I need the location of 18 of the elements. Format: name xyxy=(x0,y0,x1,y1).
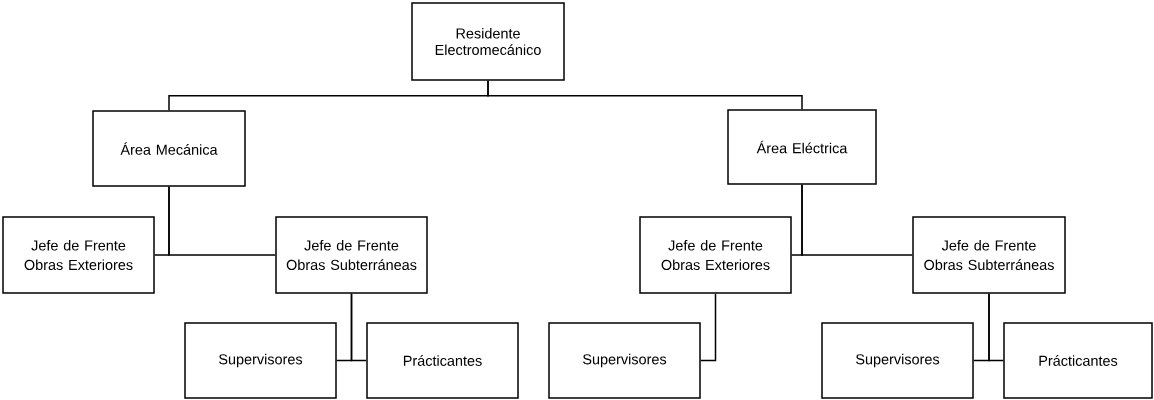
connector-line xyxy=(350,293,367,362)
org-box: Supervisores xyxy=(548,322,701,399)
org-box: Jefe de Frente Obras Exteriores xyxy=(639,216,792,294)
org-box: Prácticantes xyxy=(366,322,519,399)
org-box: Jefe de Frente Obras Subterráneas xyxy=(912,216,1066,294)
org-box: Prácticantes xyxy=(1003,322,1153,399)
org-box: Supervisores xyxy=(821,322,974,399)
org-box: Área Eléctrica xyxy=(727,109,877,185)
connector-line xyxy=(168,186,276,256)
org-box: Supervisores xyxy=(184,322,337,399)
org-box: Área Mecánica xyxy=(92,110,246,187)
connector-line xyxy=(988,293,1004,362)
connector-line xyxy=(700,293,717,362)
connector-line xyxy=(487,80,803,110)
org-box: Residente Electromecánico xyxy=(411,2,565,81)
connector-line xyxy=(801,184,913,256)
org-box: Jefe de Frente Obras Exteriores xyxy=(2,216,155,294)
org-box: Jefe de Frente Obras Subterráneas xyxy=(275,216,428,294)
